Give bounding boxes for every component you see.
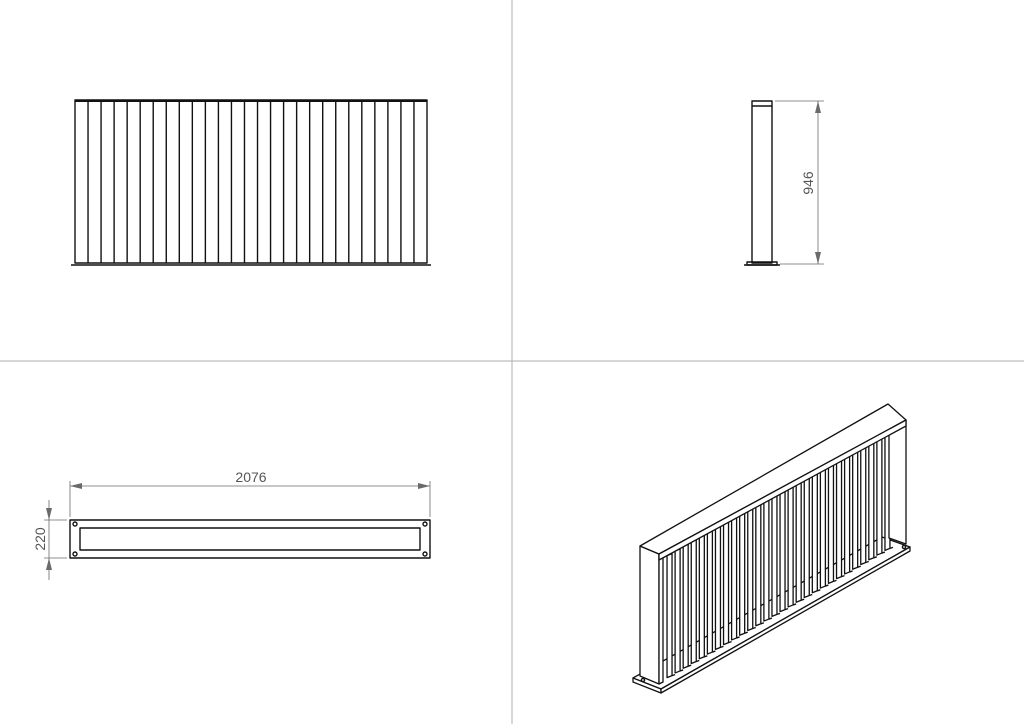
top-view-outer: [69, 519, 431, 559]
iso-bolt-hole: [901, 544, 907, 550]
iso-slat-edge: [857, 565, 861, 568]
iso-base-plate-end: [660, 546, 911, 694]
iso-slat: [876, 430, 883, 556]
iso-slat: [666, 552, 673, 679]
iso-slat: [730, 515, 738, 641]
iso-slat: [771, 491, 778, 618]
iso-slat: [811, 468, 818, 594]
iso-slat: [852, 444, 859, 570]
front-view: [71, 99, 431, 266]
iso-slat-edge: [712, 650, 716, 653]
isometric-view: [632, 403, 911, 694]
iso-slat-edge: [671, 673, 676, 677]
iso-slat: [739, 510, 746, 636]
top-view-bolt-hole: [72, 521, 78, 527]
iso-slat: [682, 543, 689, 669]
top-view-bolt-hole: [422, 521, 428, 527]
iso-slat: [674, 548, 681, 674]
side-view-post: [751, 100, 773, 264]
top-view: 2076 220: [32, 469, 431, 580]
top-view-inner: [79, 527, 421, 551]
iso-slat: [714, 524, 722, 651]
iso-slat-edge: [696, 659, 700, 663]
iso-slat-edge: [881, 551, 886, 554]
iso-slat-edge: [865, 560, 869, 564]
iso-slat-edge: [833, 579, 837, 583]
iso-slat: [690, 538, 697, 665]
iso-end-post-side: [658, 551, 664, 685]
iso-slats: [666, 425, 894, 679]
iso-slat-edge: [752, 626, 756, 630]
iso-slat-edge: [760, 622, 765, 625]
iso-slat: [755, 501, 762, 627]
iso-slat-edge: [825, 584, 829, 587]
depth-arrow-top: [46, 508, 52, 520]
iso-slat-edge: [776, 612, 781, 616]
iso-slat-edge: [704, 655, 708, 658]
height-arrow-bottom: [815, 252, 821, 264]
top-view-bolt-hole: [72, 551, 78, 557]
iso-slat-edge: [889, 546, 894, 550]
iso-slat-edge: [792, 603, 797, 606]
iso-slat-edge: [841, 574, 845, 578]
iso-slat-edge: [849, 570, 853, 573]
iso-slat: [795, 477, 802, 603]
front-view-slats: [87, 101, 415, 263]
depth-dimension-label: 220: [32, 527, 48, 551]
side-view: 946: [744, 100, 824, 266]
iso-top-rail-front: [658, 419, 907, 561]
iso-end-post-front: [639, 545, 660, 685]
iso-slat: [835, 453, 843, 580]
iso-slat: [787, 482, 794, 608]
length-arrow-left: [70, 483, 82, 489]
iso-slat-edge: [800, 598, 805, 601]
height-dimension-label: 946: [800, 171, 816, 195]
iso-slat-edge: [736, 636, 740, 639]
top-view-bolt-hole: [422, 551, 428, 557]
iso-slat: [819, 463, 827, 589]
depth-arrow-bottom: [46, 558, 52, 570]
iso-slat-edge: [679, 669, 684, 672]
iso-slat: [779, 486, 786, 613]
iso-slat: [698, 534, 705, 660]
iso-slat: [747, 505, 754, 632]
iso-slat-edge: [744, 631, 748, 634]
iso-slat: [868, 435, 875, 561]
iso-slat: [860, 439, 867, 566]
iso-slat-edge: [809, 593, 813, 597]
iso-slat-edge: [687, 664, 692, 667]
length-arrow-right: [418, 483, 430, 489]
iso-slat-edge: [720, 645, 724, 649]
iso-slat: [843, 449, 851, 575]
iso-slat: [763, 496, 770, 622]
iso-slat-edge: [817, 589, 821, 592]
iso-slat-edge: [768, 617, 773, 620]
side-view-foot: [746, 261, 778, 266]
iso-slat: [706, 529, 714, 655]
height-arrow-top: [815, 101, 821, 113]
iso-bolt-hole: [640, 677, 646, 683]
iso-slat: [722, 519, 730, 646]
iso-slat-edge: [873, 556, 878, 559]
iso-slat-edge: [784, 607, 789, 611]
length-dimension-label: 2076: [235, 469, 266, 485]
iso-slat: [803, 472, 810, 599]
iso-slat: [827, 458, 835, 585]
iso-slat-edge: [728, 640, 732, 644]
